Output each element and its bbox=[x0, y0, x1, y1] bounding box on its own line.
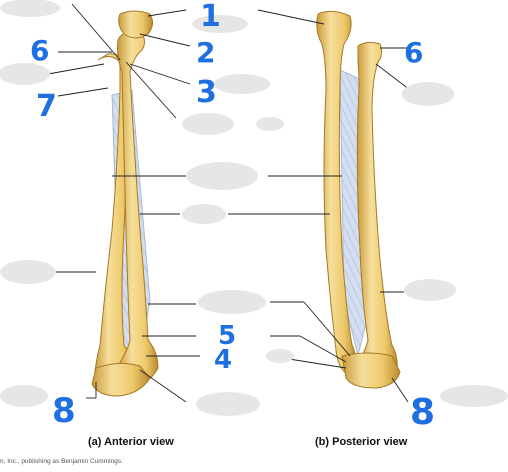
leader-line bbox=[139, 33, 191, 47]
leader-line bbox=[375, 63, 411, 91]
blank-label bbox=[0, 260, 56, 284]
handwritten-label-1: 1 bbox=[200, 0, 221, 34]
handwritten-label-7: 7 bbox=[36, 89, 57, 124]
leader-line bbox=[139, 369, 187, 403]
handwritten-label-8-left: 8 bbox=[52, 391, 76, 431]
handwritten-label-2: 2 bbox=[196, 36, 215, 69]
blank-label bbox=[182, 113, 234, 135]
anterior-view-caption: (a) Anterior view bbox=[88, 436, 174, 448]
leader-line bbox=[303, 301, 351, 357]
handwritten-numbers: 1 2 3 6 7 5 4 8 6 8 bbox=[30, 0, 435, 433]
posterior-view bbox=[316, 10, 401, 389]
olecranon-anterior bbox=[118, 10, 154, 39]
blank-label bbox=[440, 385, 508, 407]
posterior-view-caption: (b) Posterior view bbox=[315, 436, 408, 448]
blank-label bbox=[0, 0, 60, 17]
handwritten-label-4: 4 bbox=[214, 345, 232, 375]
handwritten-label-6-right: 6 bbox=[404, 36, 423, 69]
blank-label bbox=[182, 204, 226, 224]
blank-label bbox=[186, 162, 258, 190]
blank-label bbox=[198, 290, 266, 314]
handwritten-label-6-left: 6 bbox=[30, 34, 49, 67]
leader-line bbox=[257, 9, 325, 25]
distal-end-posterior bbox=[341, 352, 401, 389]
blank-label bbox=[402, 82, 454, 106]
radius-anterior bbox=[117, 31, 159, 387]
anterior-view bbox=[91, 10, 159, 397]
handwritten-label-8-right: 8 bbox=[410, 392, 435, 433]
copyright-credit: n, Inc., publishing as Benjamin Cummings… bbox=[0, 458, 123, 465]
distal-end-anterior bbox=[91, 362, 151, 397]
leader-lines bbox=[47, 3, 411, 403]
blank-label bbox=[192, 15, 248, 33]
blank-label bbox=[214, 74, 270, 94]
blank-label bbox=[256, 117, 284, 131]
blank-label bbox=[196, 392, 260, 416]
leader-line bbox=[129, 63, 191, 85]
blank-label bbox=[404, 279, 456, 301]
leader-line bbox=[47, 63, 105, 75]
handwritten-label-3: 3 bbox=[196, 75, 217, 110]
leader-line bbox=[299, 335, 347, 363]
blank-label bbox=[266, 349, 294, 363]
leader-line bbox=[125, 61, 177, 119]
leader-line bbox=[147, 9, 187, 17]
leader-line bbox=[57, 87, 109, 97]
leader-line bbox=[71, 3, 121, 61]
blank-label bbox=[0, 385, 48, 407]
leader-line bbox=[391, 377, 409, 403]
blanked-labels bbox=[0, 0, 508, 416]
blank-label bbox=[0, 63, 50, 85]
handwritten-label-5: 5 bbox=[218, 321, 236, 351]
